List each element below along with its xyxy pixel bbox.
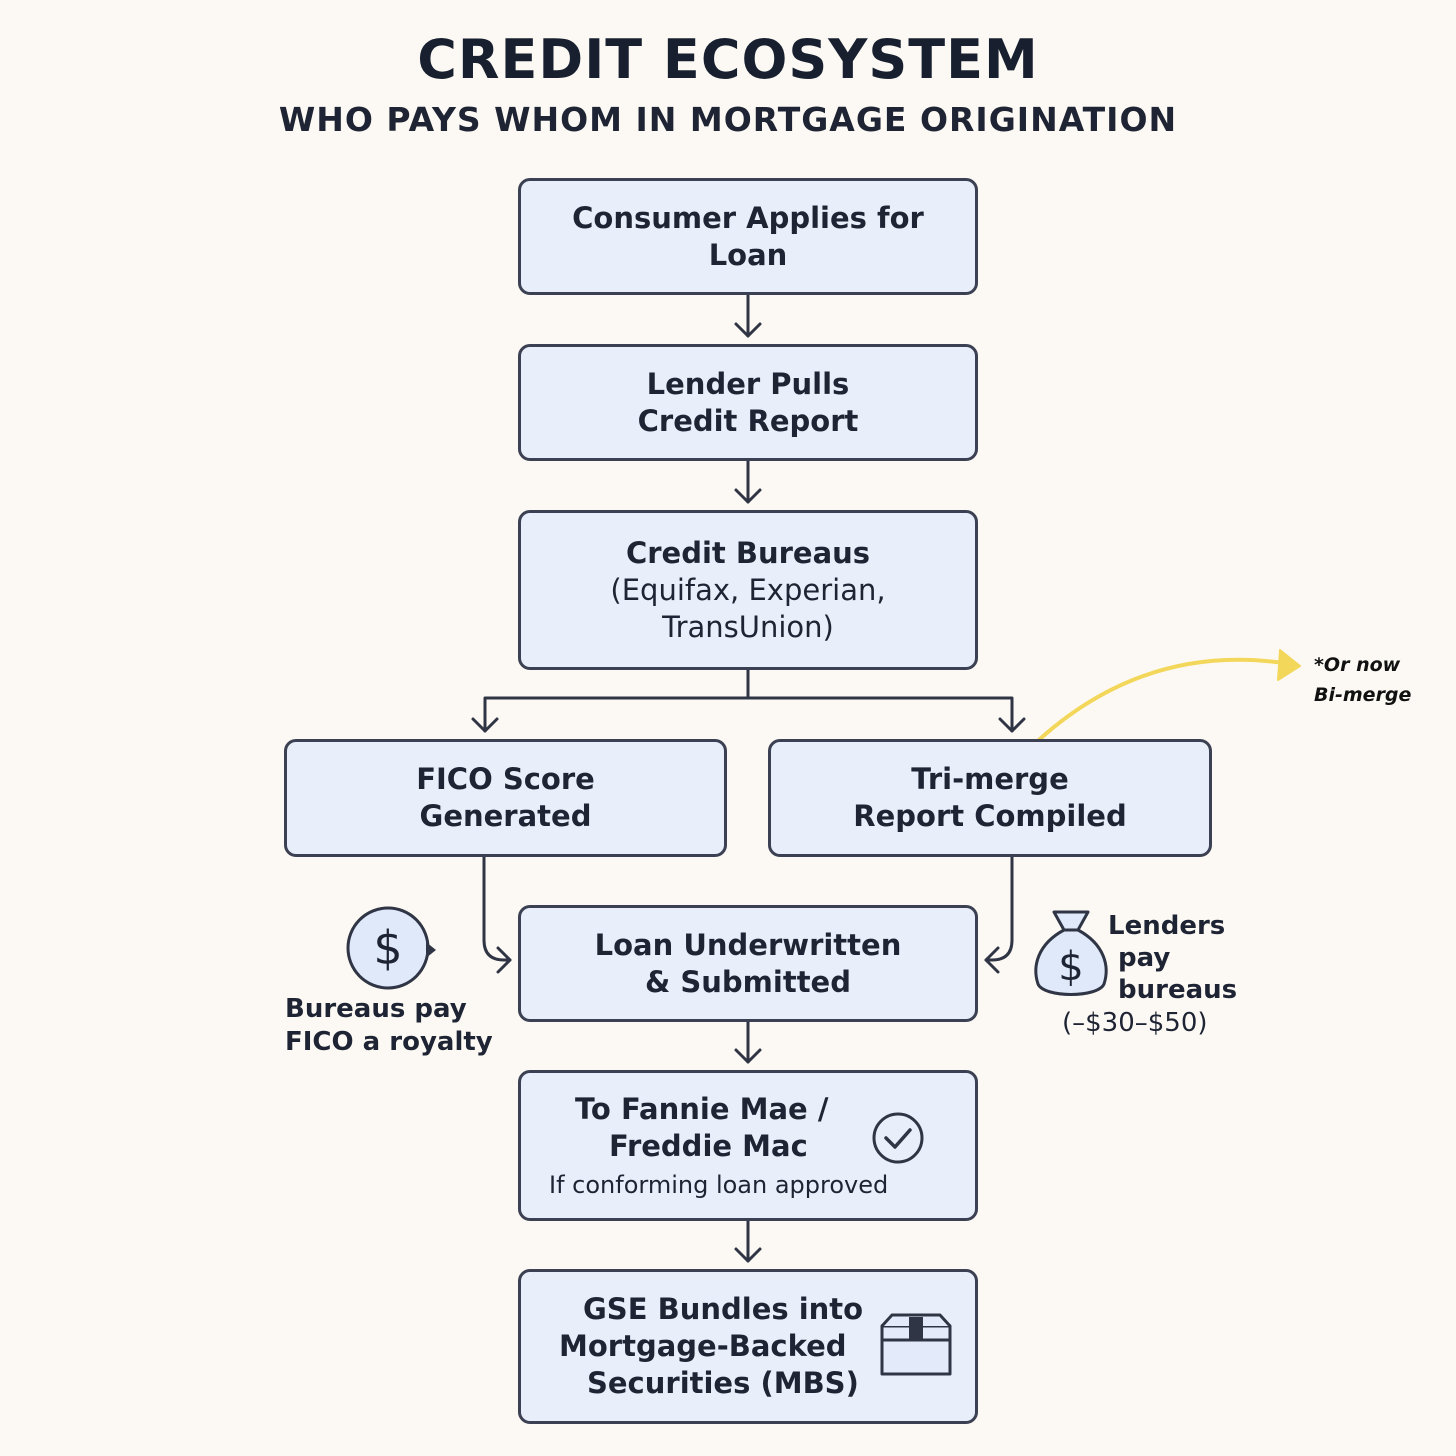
node-underwritten-line2: & Submitted bbox=[645, 964, 851, 999]
node-gse-line1: To Fannie Mae / bbox=[575, 1091, 829, 1126]
bimerge-note: *Or now Bi-merge bbox=[1314, 650, 1411, 710]
node-bureaus-line3: TransUnion) bbox=[662, 609, 834, 644]
annotation-lenders-line2: pay bbox=[1118, 943, 1171, 973]
node-mbs-line2: Mortgage-Backed bbox=[559, 1329, 847, 1363]
dollar-coin-icon: $ bbox=[346, 906, 436, 990]
arrow-trimerge-to-underwritten bbox=[984, 854, 1014, 962]
node-lender-line1: Lender Pulls bbox=[646, 366, 850, 401]
bimerge-note-line2: Bi-merge bbox=[1314, 684, 1412, 706]
node-fico-score: FICO Score Generated bbox=[284, 739, 727, 857]
node-bureaus-line2: (Equifax, Experian, bbox=[610, 572, 886, 607]
arrow-fico-to-underwritten bbox=[482, 854, 512, 962]
checkmark-circle-icon bbox=[872, 1112, 924, 1164]
bimerge-note-line1: *Or now bbox=[1314, 654, 1401, 676]
bimerge-highlight-arrow bbox=[1024, 657, 1292, 754]
annotation-royalty: Bureaus pay FICO a royalty bbox=[285, 993, 493, 1059]
node-gse-line3: If conforming loan approved bbox=[549, 1170, 889, 1199]
annotation-lenders-cost: (–$30–$50) bbox=[1062, 1008, 1208, 1038]
node-fannie-freddie: To Fannie Mae / Freddie Mac If conformin… bbox=[518, 1070, 978, 1221]
svg-text:$: $ bbox=[373, 921, 402, 975]
node-credit-bureaus: Credit Bureaus (Equifax, Experian, Trans… bbox=[518, 510, 978, 670]
money-bag-icon: $ bbox=[1034, 910, 1108, 996]
node-gse-line2: Freddie Mac bbox=[609, 1128, 808, 1163]
node-fico-line1: FICO Score bbox=[416, 762, 595, 796]
node-consumer-line2: Loan bbox=[708, 237, 788, 272]
annotation-royalty-line2: FICO a royalty bbox=[285, 1027, 493, 1057]
node-consumer-applies: Consumer Applies for Loan bbox=[518, 178, 978, 295]
node-trimerge-line2: Report Compiled bbox=[853, 799, 1127, 833]
node-bureaus-line1: Credit Bureaus bbox=[625, 535, 871, 570]
page-title: CREDIT ECOSYSTEM bbox=[417, 28, 1039, 91]
arrow-bureaus-split bbox=[483, 667, 1014, 733]
annotation-lenders-line3: bureaus bbox=[1118, 975, 1238, 1005]
node-lender-pulls: Lender Pulls Credit Report bbox=[518, 344, 978, 461]
node-trimerge-line1: Tri-merge bbox=[911, 762, 1069, 796]
annotation-royalty-line1: Bureaus pay bbox=[285, 994, 467, 1024]
node-underwritten-line1: Loan Underwritten bbox=[594, 927, 902, 962]
node-mbs-line3: Securities (MBS) bbox=[587, 1366, 859, 1400]
node-lender-line2: Credit Report bbox=[637, 403, 859, 438]
node-mbs-line1: GSE Bundles into bbox=[583, 1292, 864, 1326]
page-subtitle: WHO PAYS WHOM IN MORTGAGE ORIGINATION bbox=[278, 100, 1178, 139]
node-trimerge-report: Tri-merge Report Compiled bbox=[768, 739, 1212, 857]
annotation-lenders-pay: Lenders pay bureaus bbox=[1108, 910, 1237, 1006]
node-fico-line2: Generated bbox=[419, 799, 592, 833]
annotation-lenders-line1: Lenders bbox=[1108, 911, 1226, 941]
box-package-icon bbox=[880, 1313, 952, 1376]
svg-text:$: $ bbox=[1058, 944, 1083, 990]
node-consumer-line1: Consumer Applies for bbox=[572, 200, 924, 235]
node-loan-underwritten: Loan Underwritten & Submitted bbox=[518, 905, 978, 1022]
